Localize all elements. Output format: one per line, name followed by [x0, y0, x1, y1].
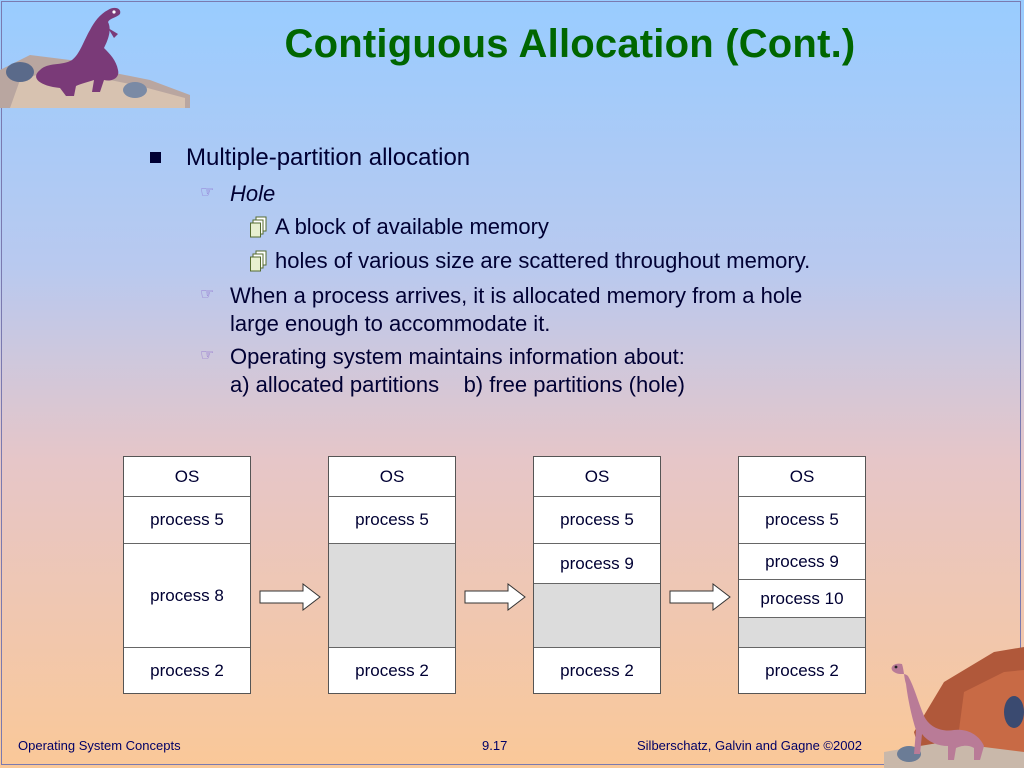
pointing-hand-icon: ☞	[200, 286, 215, 303]
bullet-text: Hole	[230, 181, 276, 206]
dinosaur-illustration-top	[0, 7, 190, 108]
memory-segment-process: process 5	[124, 497, 250, 544]
dinosaur-illustration-bottom	[884, 647, 1024, 768]
memory-segment-process: process 2	[739, 648, 865, 693]
memory-hole	[534, 584, 660, 648]
footer-course-title: Operating System Concepts	[18, 738, 181, 753]
square-bullet-icon	[150, 152, 161, 163]
memory-segment-process: process 5	[329, 497, 455, 544]
memory-segment-process: process 5	[534, 497, 660, 544]
bullet-text: Operating system maintains information a…	[230, 344, 685, 369]
bullet-text: Multiple-partition allocation	[186, 144, 471, 171]
document-stack-icon	[250, 250, 267, 272]
bullet-text: holes of various size are scattered thro…	[275, 248, 811, 273]
memory-column-4: OS process 5 process 9 process 10 proces…	[738, 456, 866, 694]
slide-title: Contiguous Allocation (Cont.)	[284, 22, 856, 66]
memory-segment-process: process 9	[739, 544, 865, 580]
footer-copyright: Silberschatz, Galvin and Gagne ©2002	[637, 738, 862, 753]
memory-column-2: OS process 5 process 2	[328, 456, 456, 694]
memory-segment-process: process 2	[124, 648, 250, 693]
memory-segment-os: OS	[739, 457, 865, 497]
bullet-text-continued: a) allocated partitions b) free partitio…	[230, 372, 685, 397]
memory-segment-os: OS	[534, 457, 660, 497]
memory-hole	[329, 544, 455, 648]
right-arrow-icon	[259, 583, 321, 611]
document-stack-icon	[250, 216, 267, 238]
memory-segment-os: OS	[124, 457, 250, 497]
memory-hole	[739, 618, 865, 648]
bullet-text: A block of available memory	[275, 214, 549, 239]
memory-column-1: OS process 5 process 8 process 2	[123, 456, 251, 694]
footer-slide-number: 9.17	[482, 738, 508, 753]
memory-segment-process: process 2	[329, 648, 455, 693]
memory-segment-process: process 2	[534, 648, 660, 693]
bullet-text-continued: large enough to accommodate it.	[230, 311, 551, 336]
memory-segment-process: process 10	[739, 580, 865, 618]
memory-column-3: OS process 5 process 9 process 2	[533, 456, 661, 694]
pointing-hand-icon: ☞	[200, 184, 215, 201]
memory-segment-process: process 8	[124, 544, 250, 648]
right-arrow-icon	[669, 583, 731, 611]
pointing-hand-icon: ☞	[200, 347, 215, 364]
bullet-text: When a process arrives, it is allocated …	[230, 283, 803, 308]
right-arrow-icon	[464, 583, 526, 611]
memory-segment-process: process 5	[739, 497, 865, 544]
memory-segment-os: OS	[329, 457, 455, 497]
memory-segment-process: process 9	[534, 544, 660, 584]
